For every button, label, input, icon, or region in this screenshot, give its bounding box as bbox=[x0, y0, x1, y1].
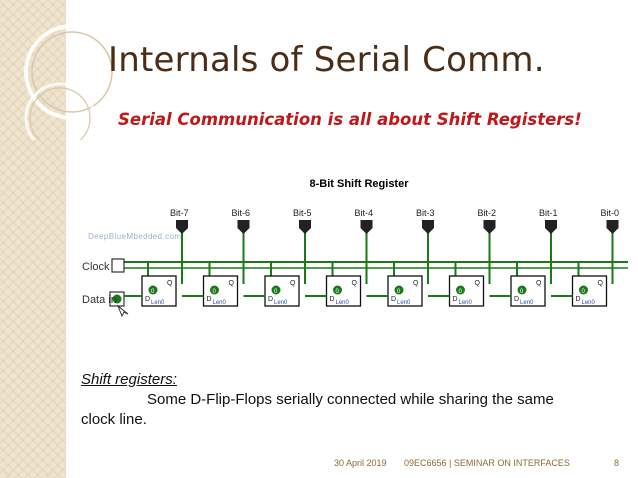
flip-flop-value: 0 bbox=[274, 289, 278, 295]
data-in-label: Data in bbox=[82, 294, 117, 306]
flip-flop-value: 0 bbox=[582, 289, 586, 295]
flip-flop-d-label: D bbox=[576, 296, 581, 303]
flip-flop-d-label: D bbox=[268, 296, 273, 303]
flip-flop-clk-label: Len0 bbox=[151, 300, 165, 306]
output-probe bbox=[299, 220, 311, 234]
flip-flop-clk-label: Len0 bbox=[397, 300, 411, 306]
flip-flop-value: 0 bbox=[336, 289, 340, 295]
footer-course: 09EC6656 | SEMINAR ON INTERFACES bbox=[404, 458, 570, 468]
flip-flop-state bbox=[517, 285, 527, 295]
output-probe bbox=[483, 220, 496, 234]
slide-title: Internals of Serial Comm. bbox=[108, 40, 545, 80]
flip-flop-clk-label: Len0 bbox=[520, 300, 534, 306]
flip-flop-d-label: D bbox=[453, 296, 458, 303]
flip-flop-value: 0 bbox=[397, 289, 401, 295]
flip-flop-q-label: Q bbox=[229, 280, 235, 287]
bit-label: Bit-6 bbox=[231, 208, 251, 218]
bit-label: Bit-7 bbox=[170, 208, 189, 218]
d-flip-flop bbox=[202, 275, 239, 307]
flip-flop-d-label: D bbox=[330, 296, 335, 303]
caption-line-2: clock line. bbox=[81, 411, 147, 428]
decorative-sidebar bbox=[0, 0, 66, 478]
output-probe bbox=[360, 220, 373, 234]
output-probe bbox=[176, 220, 188, 234]
data-input-indicator bbox=[112, 294, 122, 304]
output-probe bbox=[606, 220, 619, 234]
footer-page-number: 8 bbox=[614, 458, 620, 468]
d-flip-flop bbox=[448, 275, 485, 307]
flip-flop-value: 0 bbox=[459, 289, 463, 295]
flip-flop-state bbox=[456, 285, 465, 295]
flip-flop-q-label: Q bbox=[290, 280, 296, 287]
flip-flop-state bbox=[579, 285, 588, 295]
flip-flop-state bbox=[394, 285, 404, 295]
output-probe bbox=[237, 220, 250, 234]
diagram-watermark: DeepBlueMbedded.com bbox=[88, 232, 182, 241]
output-probe bbox=[545, 220, 557, 234]
flip-flop-value: 0 bbox=[213, 289, 217, 295]
d-flip-flop bbox=[387, 275, 423, 307]
bit-label: Bit-3 bbox=[416, 208, 435, 218]
flip-flop-state bbox=[271, 285, 281, 295]
flip-flop-q-label: Q bbox=[536, 280, 542, 287]
flip-flop-clk-label: Len0 bbox=[274, 300, 288, 306]
flip-flop-clk-label: Len0 bbox=[459, 300, 473, 306]
flip-flop-clk-label: Len0 bbox=[213, 300, 227, 306]
bit-label: Bit-4 bbox=[354, 208, 374, 218]
d-flip-flop bbox=[510, 275, 546, 307]
flip-flop-d-label: D bbox=[391, 296, 396, 303]
bit-label: Bit-5 bbox=[293, 208, 312, 218]
footer-date: 30 April 2019 bbox=[334, 458, 387, 468]
flip-flop-clk-label: Len0 bbox=[336, 300, 350, 306]
flip-flop-q-label: Q bbox=[167, 280, 173, 287]
flip-flop-q-label: Q bbox=[352, 280, 358, 287]
d-flip-flop bbox=[571, 275, 608, 307]
caption-line-1: Some D-Flip-Flops serially connected whi… bbox=[147, 391, 554, 408]
diagram-title: 8-Bit Shift Register bbox=[309, 178, 409, 190]
d-flip-flop bbox=[141, 275, 177, 307]
bit-label: Bit-1 bbox=[539, 208, 558, 218]
flip-flop-d-label: D bbox=[514, 296, 519, 303]
slide-footer: 30 April 2019 09EC6656 | SEMINAR ON INTE… bbox=[0, 458, 638, 472]
bit-label: Bit-2 bbox=[477, 208, 497, 218]
d-flip-flop bbox=[264, 275, 300, 307]
d-flip-flop bbox=[325, 275, 362, 307]
flip-flop-q-label: Q bbox=[475, 280, 481, 287]
pointer-cursor-icon bbox=[116, 304, 129, 318]
flip-flop-clk-label: Len0 bbox=[582, 300, 596, 306]
bit-label: Bit-0 bbox=[600, 208, 620, 218]
flip-flop-state bbox=[333, 285, 342, 295]
clock-label: Clock bbox=[82, 261, 110, 273]
flip-flop-q-label: Q bbox=[413, 280, 419, 287]
clock-input-box bbox=[111, 258, 125, 273]
output-probe bbox=[422, 220, 434, 234]
flip-flop-value: 0 bbox=[151, 289, 155, 295]
flip-flop-q-label: Q bbox=[598, 280, 604, 287]
circuit-drawing: DQLen00DQLen00DQLen00DQLen00DQLen00DQLen… bbox=[109, 220, 628, 318]
flip-flop-d-label: D bbox=[145, 296, 150, 303]
slide-subtitle: Serial Communication is all about Shift … bbox=[118, 110, 582, 129]
flip-flop-state bbox=[210, 285, 219, 295]
caption-heading: Shift registers: bbox=[81, 371, 177, 388]
flip-flop-state bbox=[148, 285, 158, 295]
caption-block: Shift registers: Some D-Flip-Flops seria… bbox=[81, 370, 631, 430]
flip-flop-value: 0 bbox=[520, 289, 524, 295]
flip-flop-d-label: D bbox=[207, 296, 212, 303]
